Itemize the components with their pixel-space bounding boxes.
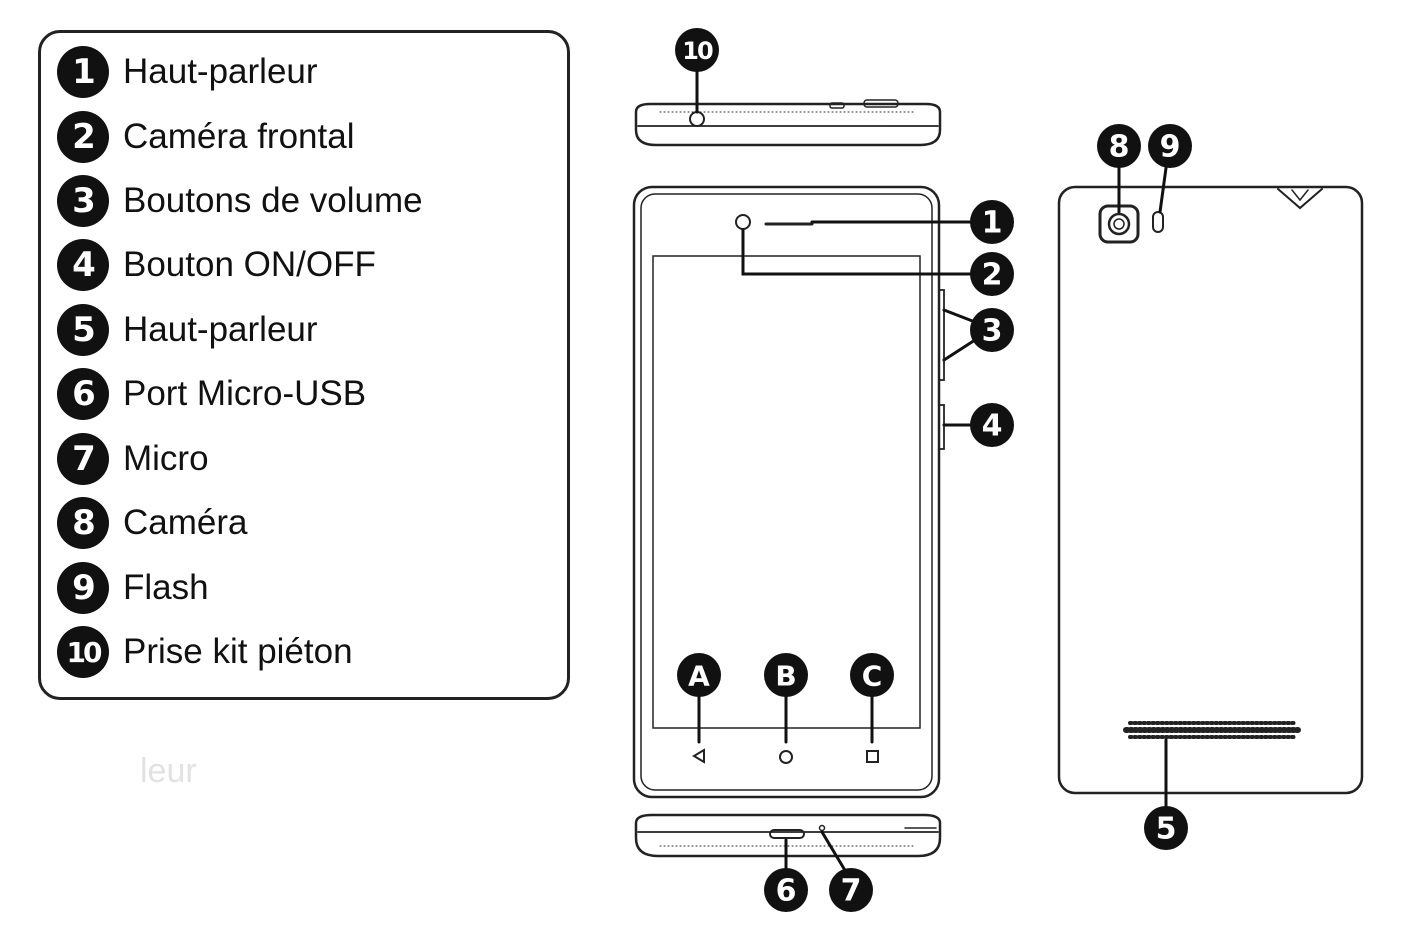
badge-2: 2 bbox=[57, 111, 109, 163]
phone-bottom-edge bbox=[634, 813, 942, 858]
legend-label: Caméra bbox=[123, 503, 248, 542]
legend-item: 3 Boutons de volume bbox=[57, 174, 423, 228]
legend-label: Haut-parleur bbox=[123, 310, 318, 349]
faded-text: leur bbox=[140, 752, 197, 790]
usb-port-icon bbox=[769, 829, 805, 839]
callout-2: 2 bbox=[970, 252, 1014, 296]
svg-text:A: A bbox=[688, 660, 710, 693]
headphone-jack-icon bbox=[689, 111, 705, 127]
svg-text:1: 1 bbox=[982, 206, 1003, 241]
svg-text:2: 2 bbox=[982, 258, 1003, 293]
badge-1: 1 bbox=[57, 46, 109, 98]
badge-5: 5 bbox=[57, 304, 109, 356]
phone-back bbox=[1057, 185, 1364, 795]
callout-4: 4 bbox=[970, 403, 1014, 447]
home-icon bbox=[779, 750, 793, 764]
front-camera-icon bbox=[735, 214, 751, 230]
svg-text:C: C bbox=[862, 660, 883, 693]
badge-3: 3 bbox=[57, 175, 109, 227]
callout-1: 1 bbox=[970, 200, 1014, 244]
callout-3: 3 bbox=[970, 308, 1014, 352]
legend-item: 2 Caméra frontal bbox=[57, 110, 354, 164]
svg-text:9: 9 bbox=[1160, 130, 1181, 165]
svg-text:B: B bbox=[775, 660, 796, 693]
legend-label: Bouton ON/OFF bbox=[123, 245, 376, 284]
callout-B: B bbox=[764, 653, 808, 697]
badge-7: 7 bbox=[57, 433, 109, 485]
legend-item: 9 Flash bbox=[57, 561, 209, 615]
legend-item: 10 Prise kit piéton bbox=[57, 625, 353, 679]
callout-A: A bbox=[677, 653, 721, 697]
flash-icon bbox=[1152, 211, 1164, 233]
legend-item: 7 Micro bbox=[57, 432, 209, 486]
legend-label: Port Micro-USB bbox=[123, 374, 367, 413]
svg-text:6: 6 bbox=[776, 874, 797, 909]
legend-item: 8 Caméra bbox=[57, 496, 247, 550]
legend-box: 1 Haut-parleur 2 Caméra frontal 3 Bouton… bbox=[38, 30, 570, 700]
svg-text:8: 8 bbox=[1109, 130, 1130, 165]
legend-label: Micro bbox=[123, 439, 209, 478]
legend-label: Prise kit piéton bbox=[123, 632, 353, 671]
badge-9: 9 bbox=[57, 562, 109, 614]
callout-5: 5 bbox=[1144, 806, 1188, 850]
legend-item: 4 Bouton ON/OFF bbox=[57, 238, 376, 292]
legend-item: 6 Port Micro-USB bbox=[57, 367, 366, 421]
svg-text:3: 3 bbox=[982, 314, 1003, 349]
legend-label: Flash bbox=[123, 568, 209, 607]
callout-7: 7 bbox=[829, 868, 873, 912]
legend-label: Haut-parleur bbox=[123, 52, 318, 91]
legend-item: 5 Haut-parleur bbox=[57, 303, 318, 357]
callout-10: 10 bbox=[675, 28, 719, 72]
badge-8: 8 bbox=[57, 497, 109, 549]
back-icon bbox=[692, 748, 705, 764]
badge-10: 10 bbox=[57, 626, 109, 678]
badge-6: 6 bbox=[57, 368, 109, 420]
microphone-icon bbox=[818, 824, 826, 832]
badge-4: 4 bbox=[57, 239, 109, 291]
callout-C: C bbox=[850, 653, 894, 697]
callout-9: 9 bbox=[1148, 124, 1192, 168]
callout-8: 8 bbox=[1097, 124, 1141, 168]
svg-text:7: 7 bbox=[841, 874, 862, 909]
legend-label: Boutons de volume bbox=[123, 181, 423, 220]
legend-label: Caméra frontal bbox=[123, 117, 355, 156]
svg-text:5: 5 bbox=[1156, 812, 1177, 847]
svg-text:10: 10 bbox=[682, 37, 713, 65]
phone-front bbox=[632, 185, 945, 799]
svg-text:4: 4 bbox=[982, 409, 1003, 444]
phone-top-edge bbox=[634, 99, 942, 147]
callouts: 10 1 2 3 4 8 9 5 6 7 A B C bbox=[675, 28, 1192, 912]
legend-item: 1 Haut-parleur bbox=[57, 45, 318, 99]
recent-apps-icon bbox=[866, 750, 879, 763]
callout-6: 6 bbox=[764, 868, 808, 912]
